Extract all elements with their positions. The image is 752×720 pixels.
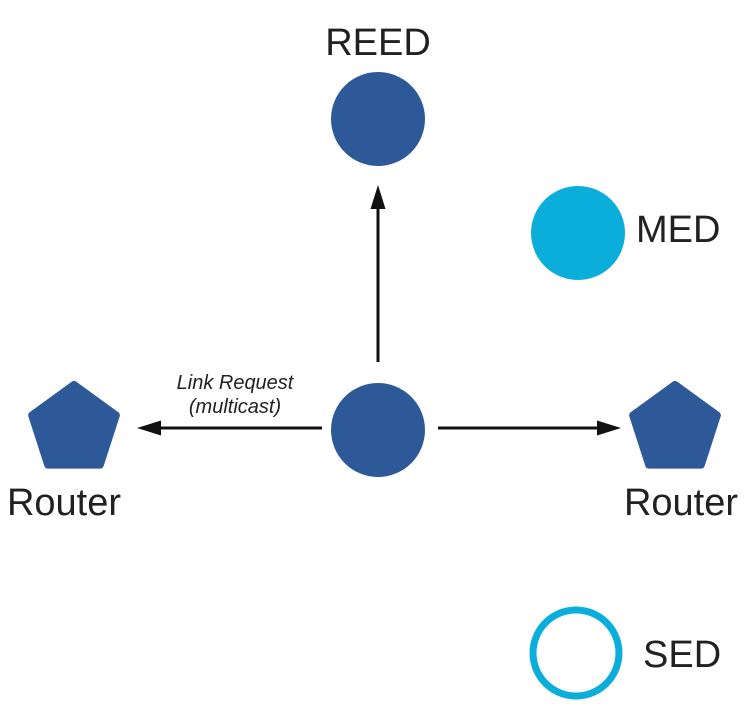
med-label: MED (636, 209, 720, 251)
router-right-pentagon (629, 381, 721, 469)
reed-node-circle (331, 72, 425, 166)
router-left-label: Router (7, 482, 121, 524)
reed-label: REED (325, 22, 431, 64)
arrow-left-to-router (137, 420, 322, 436)
center-sender-node-circle (331, 383, 425, 477)
arrow-right-head (597, 420, 621, 436)
med-node-circle (531, 186, 625, 280)
arrow-up-head (370, 185, 386, 209)
sed-label: SED (643, 634, 721, 676)
router-right-label: Router (624, 482, 738, 524)
router-left-pentagon (28, 381, 120, 469)
sed-node-circle (529, 606, 623, 700)
arrow-up-to-reed (370, 185, 386, 362)
link-request-annotation-line2: (multicast) (189, 396, 281, 418)
arrow-left-head (137, 420, 161, 436)
arrow-right-to-router (438, 420, 621, 436)
link-request-annotation-line1: Link Request (177, 372, 295, 394)
